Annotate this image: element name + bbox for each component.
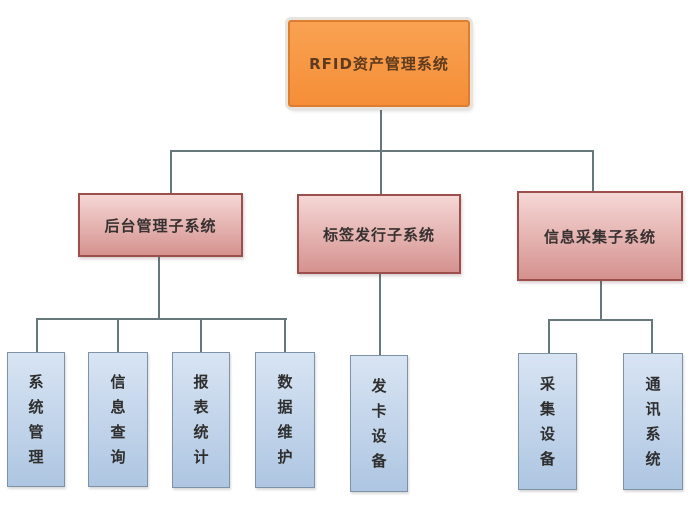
connector-level1-bar	[170, 150, 594, 152]
connector-backend-stem	[158, 257, 160, 320]
leaf-node-system-management-label: 系统管理	[26, 373, 45, 474]
leaf-node-collection-device: 采集设备	[518, 353, 577, 490]
connector-drop-data-maintenance	[284, 318, 286, 353]
connector-drop-card-issuing-device	[379, 274, 381, 356]
leaf-node-system-management: 系统管理	[7, 352, 65, 487]
leaf-node-report-statistics-label: 报表统计	[191, 374, 210, 474]
connector-drop-info-query	[117, 318, 119, 353]
connector-info-collection-stem	[600, 281, 602, 321]
leaf-node-card-issuing-device-label: 发卡设备	[369, 377, 388, 478]
connector-root-stem	[380, 107, 382, 151]
connector-drop-tag-issuing	[380, 150, 382, 195]
subsystem-node-info-collection: 信息采集子系统	[517, 191, 683, 281]
connector-drop-communication-system	[651, 319, 653, 354]
subsystem-node-backend-management-label: 后台管理子系统	[104, 216, 217, 235]
leaf-node-communication-system: 通讯系统	[623, 353, 683, 490]
leaf-node-report-statistics: 报表统计	[172, 352, 230, 488]
subsystem-node-tag-issuing-label: 标签发行子系统	[322, 225, 435, 244]
leaf-node-info-query-label: 信息查询	[108, 373, 127, 474]
connector-drop-report-statistics	[200, 318, 202, 353]
connector-info-collection-bar	[548, 319, 653, 321]
connector-backend-bar	[36, 318, 287, 320]
root-node-label: RFID资产管理系统	[309, 55, 449, 73]
connector-drop-system-management	[36, 318, 38, 353]
subsystem-node-backend-management: 后台管理子系统	[78, 193, 243, 257]
subsystem-node-tag-issuing: 标签发行子系统	[297, 194, 461, 274]
leaf-node-card-issuing-device: 发卡设备	[350, 355, 408, 492]
leaf-node-data-maintenance: 数据维护	[255, 352, 315, 488]
subsystem-node-info-collection-label: 信息采集子系统	[543, 227, 656, 246]
connector-drop-info-collection	[592, 150, 594, 192]
root-node: RFID资产管理系统	[288, 20, 470, 107]
connector-drop-backend	[170, 150, 172, 194]
leaf-node-info-query: 信息查询	[88, 352, 148, 487]
leaf-node-communication-system-label: 通讯系统	[643, 375, 662, 476]
leaf-node-data-maintenance-label: 数据维护	[275, 374, 294, 474]
connector-drop-collection-device	[548, 319, 550, 354]
leaf-node-collection-device-label: 采集设备	[538, 375, 556, 476]
